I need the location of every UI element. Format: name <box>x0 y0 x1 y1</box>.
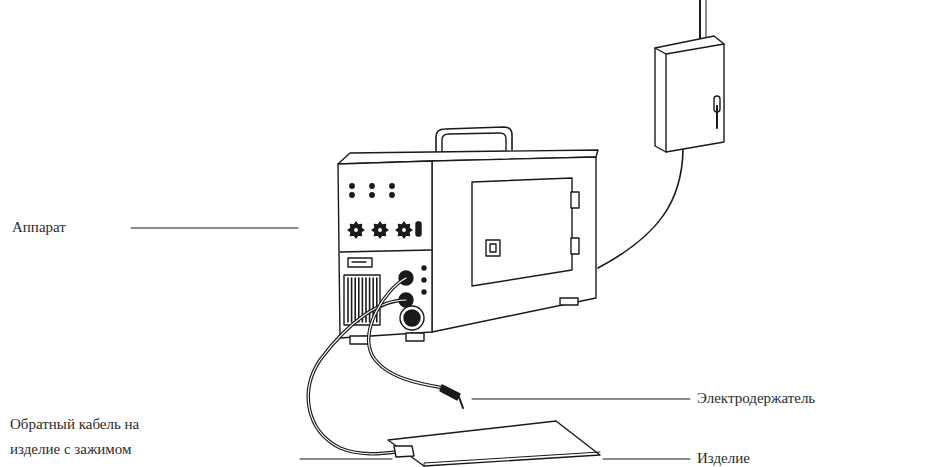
workpiece-plate <box>388 421 600 466</box>
callout-label: Аппарат <box>12 215 66 240</box>
callout-label: Обратный кабель на изделие с зажимом <box>10 412 170 462</box>
leader-line <box>472 399 690 400</box>
callout-label: Изделие <box>697 446 750 467</box>
leader-line <box>603 459 690 460</box>
switch-box <box>655 0 724 152</box>
callout-label: Электродержатель <box>697 386 815 411</box>
leader-line <box>300 459 392 460</box>
leader-line <box>131 228 298 229</box>
